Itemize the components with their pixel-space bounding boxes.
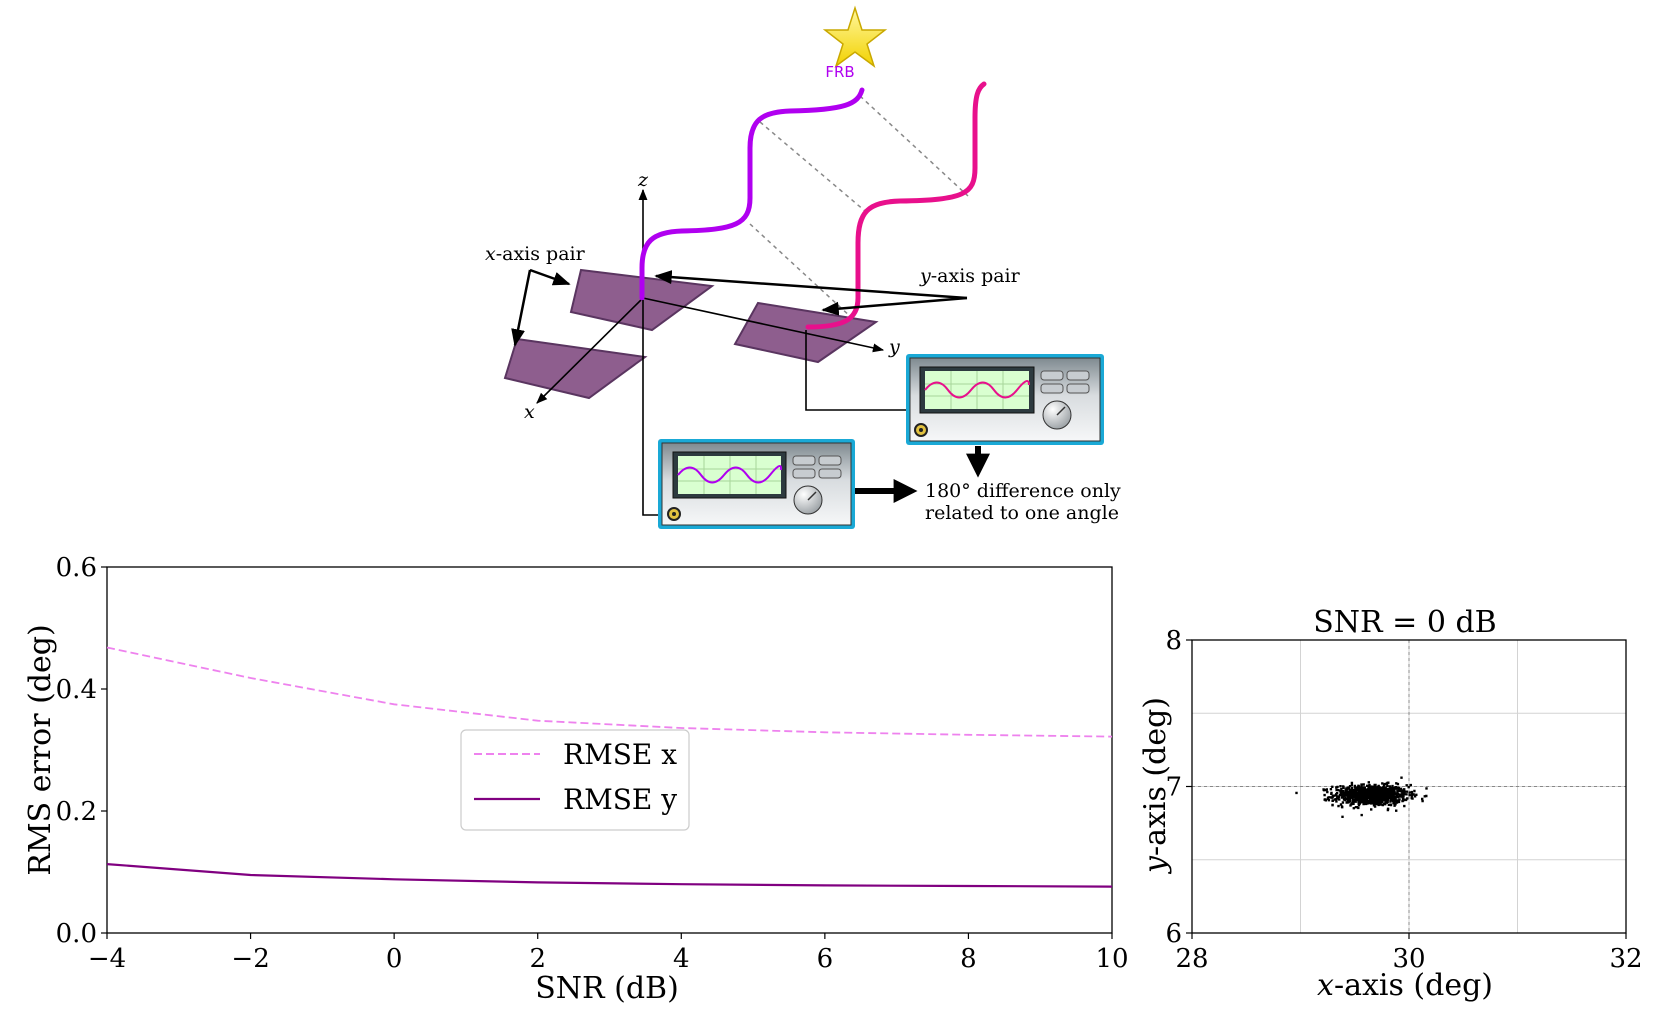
y-axis-pair-label: y-axis pair xyxy=(919,265,1021,287)
scatter-point-cloud xyxy=(1295,776,1428,818)
y-tick-label: 6 xyxy=(1165,919,1182,949)
y-tick-label: 0.0 xyxy=(56,919,97,949)
x-tick-label: 0 xyxy=(386,944,403,974)
z-axis-label: z xyxy=(637,169,649,191)
rmse-chart-axes: −4 −2 0 2 4 6 8 10 0.0 0.2 0.4 0.6 xyxy=(56,553,1129,974)
plot-frame xyxy=(106,566,1113,934)
x-axis-label: x xyxy=(524,401,535,423)
x-tick-label: 4 xyxy=(673,944,690,974)
antenna-diagram: FRB z y x x-axis pair y-axis xyxy=(485,5,1121,529)
frb-label: FRB xyxy=(825,63,854,81)
x-tick-label: −2 xyxy=(231,944,269,974)
rmse-chart-xlabel: SNR (dB) xyxy=(535,971,679,1006)
x-axis-pair-label: x-axis pair xyxy=(485,243,586,265)
scatter-xlabel: x-axis (deg) xyxy=(1317,968,1493,1003)
legend-label-rmse-y: RMSE y xyxy=(563,783,677,816)
x-tick-label: 6 xyxy=(817,944,834,974)
y-tick-label: 7 xyxy=(1165,773,1182,803)
rmse-chart-ylabel: RMS error (deg) xyxy=(23,624,58,875)
output-arrows xyxy=(855,446,990,503)
scatter-chart: 28 30 32 6 7 8 SNR = 0 dB x-axis (deg) y-axis… xyxy=(1138,605,1643,1003)
series-line-rmse-x xyxy=(106,646,1113,738)
scatter-ylabel: y-axis (deg) xyxy=(1138,697,1173,875)
series-line-rmse-y xyxy=(106,863,1113,888)
y-axis-label: y xyxy=(888,336,900,358)
rmse-line-chart: −4 −2 0 2 4 6 8 10 0.0 0.2 0.4 0.6 RMSE x RMSE y SN… xyxy=(23,553,1129,1006)
x-tick-label: 30 xyxy=(1392,944,1425,974)
legend-label-rmse-x: RMSE x xyxy=(563,738,677,771)
y-axis xyxy=(642,297,885,353)
scatter-title: SNR = 0 dB xyxy=(1313,605,1496,640)
antenna-pad-x2 xyxy=(503,337,648,400)
note-line-2: related to one angle xyxy=(925,502,1119,524)
y-tick-label: 0.6 xyxy=(56,553,97,583)
wave-magenta xyxy=(805,81,987,330)
rmse-chart-legend: RMSE x RMSE y xyxy=(460,729,690,831)
oscilloscope-2 xyxy=(906,354,1104,445)
x-tick-label: 10 xyxy=(1095,944,1128,974)
y-tick-label: 0.2 xyxy=(56,797,97,827)
pair-arrows xyxy=(511,268,968,347)
x-tick-label: 2 xyxy=(529,944,546,974)
note-line-1: 180° difference only xyxy=(925,480,1121,502)
x-tick-label: −4 xyxy=(88,944,126,974)
x-tick-label: 28 xyxy=(1175,944,1208,974)
y-tick-label: 0.4 xyxy=(56,675,97,705)
x-axis xyxy=(536,297,644,404)
star-icon xyxy=(822,5,888,68)
scatter-axes: 28 30 32 6 7 8 xyxy=(1165,626,1642,974)
wave-purple xyxy=(639,87,865,301)
oscilloscope-1 xyxy=(658,439,855,529)
cables xyxy=(642,300,908,516)
y-tick-label: 8 xyxy=(1165,626,1182,656)
x-tick-label: 32 xyxy=(1609,944,1642,974)
rmse-chart-lines xyxy=(106,646,1113,888)
scatter-points xyxy=(1295,776,1428,818)
x-tick-label: 8 xyxy=(960,944,977,974)
